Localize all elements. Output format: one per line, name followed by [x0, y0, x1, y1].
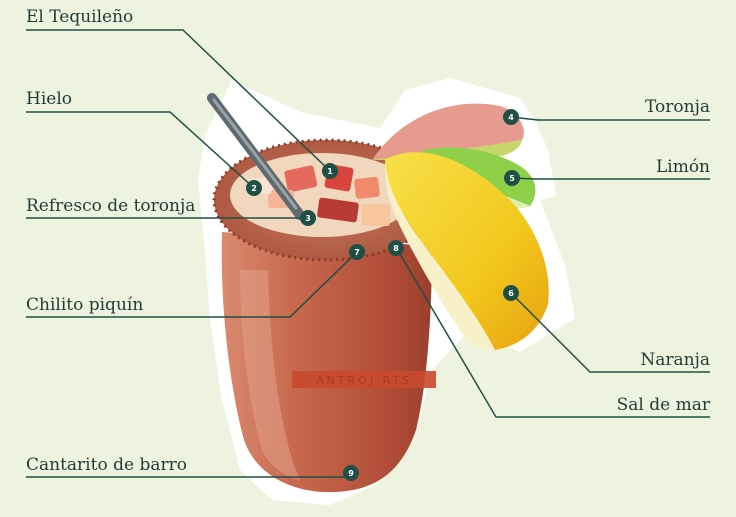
label-refresco-de-toronja: Refresco de toronja	[26, 196, 195, 216]
cup-band-text: ANTROJ RTS	[316, 374, 412, 387]
svg-text:5: 5	[509, 174, 515, 183]
label-toronja: Toronja	[645, 97, 710, 117]
label-sal-de-mar: Sal de mar	[617, 395, 710, 415]
marker-1: 1	[322, 163, 338, 179]
label-naranja: Naranja	[640, 350, 710, 370]
marker-5: 5	[504, 170, 520, 186]
marker-9: 9	[343, 465, 359, 481]
label-hielo: Hielo	[26, 89, 72, 109]
marker-2: 2	[246, 180, 262, 196]
svg-text:4: 4	[508, 113, 514, 122]
svg-text:8: 8	[393, 244, 399, 253]
marker-4: 4	[503, 109, 519, 125]
marker-7: 7	[349, 244, 365, 260]
label-chilito-piquin: Chilito piquín	[26, 295, 143, 315]
label-cantarito-de-barro: Cantarito de barro	[26, 455, 187, 475]
label-el-tequileno: El Tequileño	[26, 7, 133, 27]
marker-3: 3	[300, 210, 316, 226]
svg-text:9: 9	[348, 469, 354, 478]
svg-text:7: 7	[354, 248, 360, 257]
marker-8: 8	[388, 240, 404, 256]
svg-text:6: 6	[508, 289, 514, 298]
svg-text:2: 2	[251, 184, 257, 193]
svg-text:3: 3	[305, 214, 311, 223]
label-limon: Limón	[656, 157, 710, 177]
svg-text:1: 1	[327, 167, 333, 176]
marker-6: 6	[503, 285, 519, 301]
